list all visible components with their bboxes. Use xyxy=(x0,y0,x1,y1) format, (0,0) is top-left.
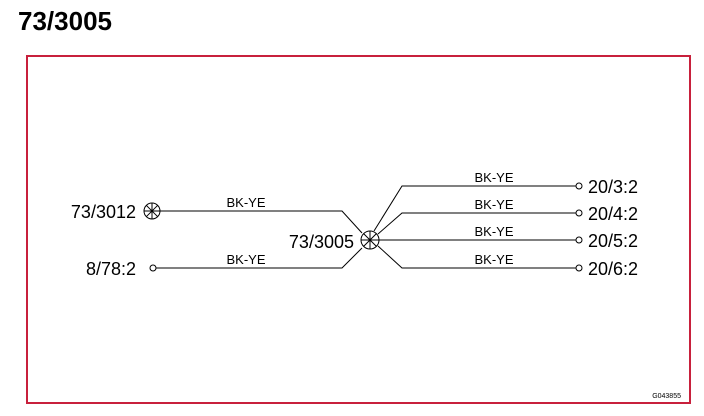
figure-code: G043855 xyxy=(652,393,681,400)
terminal-icon xyxy=(149,264,157,272)
terminal-icon xyxy=(575,182,583,190)
page-title: 73/3005 xyxy=(18,6,112,36)
wire-right-2 xyxy=(377,212,576,235)
node-left-bottom: 8/78:2 xyxy=(86,259,136,279)
node-left-top: 73/3012 xyxy=(71,202,136,222)
node-right-2: 20/4:2 xyxy=(588,204,638,224)
wire-left-top xyxy=(160,210,363,234)
wire-label-right-1: BK-YE xyxy=(474,170,513,185)
wire-label-left-top: BK-YE xyxy=(226,195,265,210)
splice-icon xyxy=(360,230,380,250)
splice-icon xyxy=(143,202,161,220)
node-center: 73/3005 xyxy=(289,232,354,252)
terminal-icon xyxy=(575,236,583,244)
wire-label-right-3: BK-YE xyxy=(474,224,513,239)
terminal-icon xyxy=(575,264,583,272)
node-right-4: 20/6:2 xyxy=(588,259,638,279)
wire-label-right-4: BK-YE xyxy=(474,252,513,267)
wire-label-right-2: BK-YE xyxy=(474,197,513,212)
diagram-frame xyxy=(26,55,691,404)
wire-right-1 xyxy=(373,185,576,232)
wire-left-bottom xyxy=(156,247,363,269)
node-right-1: 20/3:2 xyxy=(588,177,638,197)
wire-label-left-bottom: BK-YE xyxy=(226,252,265,267)
node-right-3: 20/5:2 xyxy=(588,231,638,251)
terminal-icon xyxy=(575,209,583,217)
wire-right-4 xyxy=(377,245,576,269)
